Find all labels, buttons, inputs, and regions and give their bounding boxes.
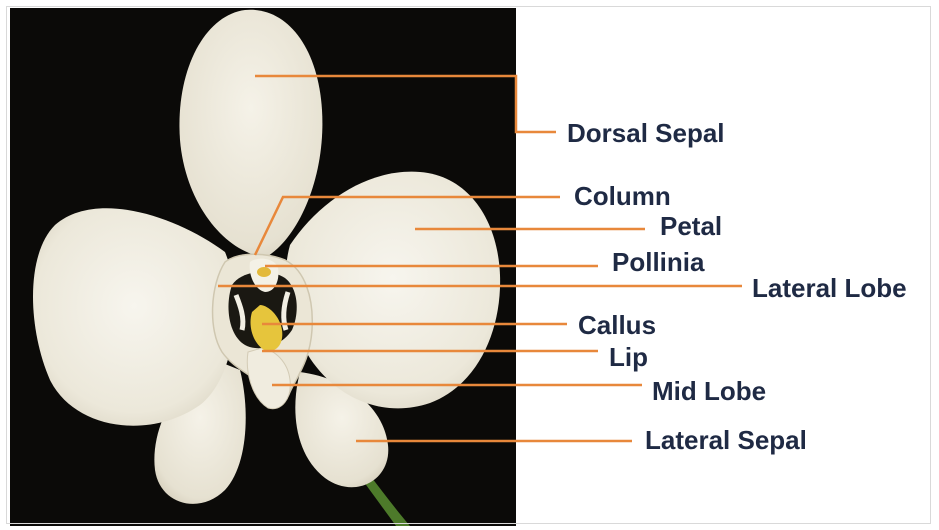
- label-column: Column: [574, 181, 671, 211]
- label-petal: Petal: [660, 211, 722, 241]
- flower-pollinia: [257, 267, 271, 277]
- label-lateral-lobe: Lateral Lobe: [752, 273, 907, 303]
- petal-left: [33, 208, 235, 426]
- label-mid-lobe: Mid Lobe: [652, 376, 766, 406]
- label-lateral-sepal: Lateral Sepal: [645, 425, 807, 455]
- label-pollinia: Pollinia: [612, 247, 705, 277]
- label-dorsal-sepal: Dorsal Sepal: [567, 118, 725, 148]
- label-callus: Callus: [578, 310, 656, 340]
- label-lip: Lip: [609, 342, 648, 372]
